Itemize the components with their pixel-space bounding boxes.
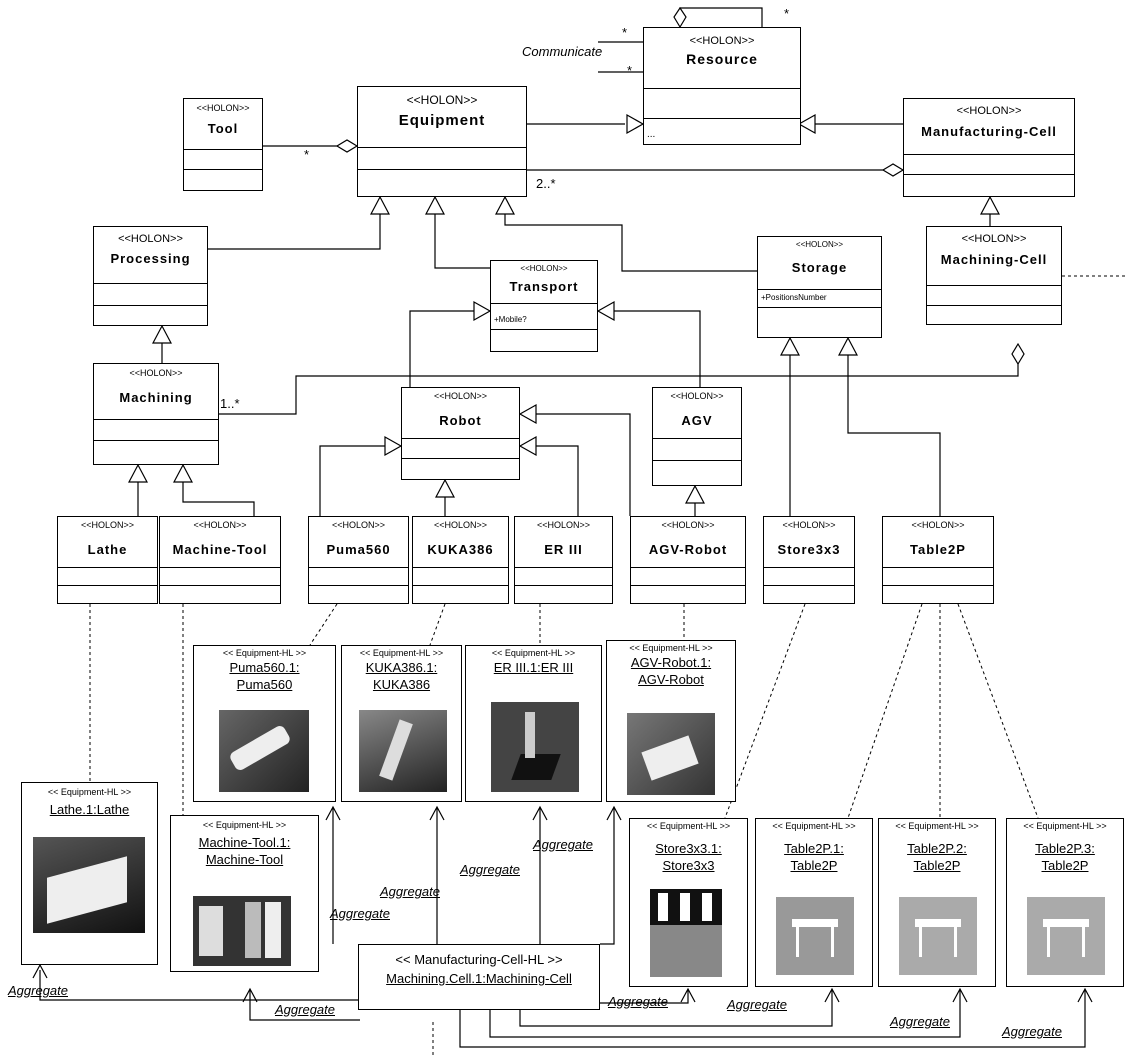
aggregate-label: Aggregate (533, 837, 593, 852)
class-manufacturing-cell[interactable]: <<HOLON>> Manufacturing-Cell (903, 98, 1075, 197)
aggregate-label: Aggregate (380, 884, 440, 899)
aggregate-label: Aggregate (8, 983, 68, 998)
robot-image (491, 702, 579, 792)
class-machining[interactable]: <<HOLON>> Machining (93, 363, 219, 465)
class-name: Storage (791, 260, 848, 275)
instance-table2p-1[interactable]: << Equipment-HL >> Table2P.1: Table2P (755, 818, 873, 987)
class-agv[interactable]: <<HOLON>> AGV (652, 387, 742, 486)
class-name: Machine-Tool (172, 542, 268, 557)
class-name: ER III (544, 542, 583, 557)
class-kuka386[interactable]: <<HOLON>> KUKA386 (412, 516, 509, 604)
multiplicity-star: * (304, 147, 310, 162)
instance-puma560[interactable]: << Equipment-HL >> Puma560.1: Puma560 (193, 645, 336, 802)
communicate-label: Communicate (522, 44, 603, 59)
class-machining-cell[interactable]: <<HOLON>> Machining-Cell (926, 226, 1062, 325)
class-storage[interactable]: <<HOLON>> Storage +PositionsNumber (757, 236, 882, 338)
class-name: Resource (686, 51, 758, 67)
multiplicity-star: * (622, 25, 628, 40)
class-puma560[interactable]: <<HOLON>> Puma560 (308, 516, 409, 604)
machine-tool-image (193, 896, 291, 966)
class-er3[interactable]: <<HOLON>> ER III (514, 516, 613, 604)
aggregate-label: Aggregate (890, 1014, 950, 1029)
generalization-arrow (626, 113, 645, 135)
instance-er3[interactable]: << Equipment-HL >> ER III.1:ER III (465, 645, 602, 802)
instance-lathe[interactable]: << Equipment-HL >> Lathe.1:Lathe (21, 782, 158, 965)
class-processing[interactable]: <<HOLON>> Processing (93, 226, 208, 326)
class-name: AGV-Robot (648, 542, 728, 557)
class-name: Machining-Cell (940, 252, 1048, 267)
class-machine-tool[interactable]: <<HOLON>> Machine-Tool (159, 516, 281, 604)
store-image (650, 889, 722, 977)
multiplicity-2n: 2..* (536, 176, 556, 191)
instance-store3x3[interactable]: << Equipment-HL >> Store3x3.1: Store3x3 (629, 818, 748, 987)
aggregate-label: Aggregate (727, 997, 787, 1012)
class-name: KUKA386 (427, 542, 494, 557)
table-image (776, 897, 854, 975)
class-robot[interactable]: <<HOLON>> Robot (401, 387, 520, 480)
class-resource[interactable]: <<HOLON>> Resource ... (643, 27, 801, 145)
resource-self-link (679, 7, 763, 27)
class-tool[interactable]: <<HOLON>> Tool (183, 98, 263, 191)
aggregation-diamond (673, 6, 687, 29)
aggregate-label: Aggregate (1002, 1024, 1062, 1039)
class-store3x3[interactable]: <<HOLON>> Store3x3 (763, 516, 855, 604)
multiplicity-star: * (627, 63, 633, 78)
class-name: Puma560 (326, 542, 391, 557)
lathe-image (33, 837, 145, 933)
class-name: Store3x3 (777, 542, 841, 557)
table-image (899, 897, 977, 975)
robot-image (359, 710, 447, 792)
class-name: AGV (681, 413, 713, 428)
class-name: Equipment (398, 112, 486, 129)
instance-agv-robot[interactable]: << Equipment-HL >> AGV-Robot.1: AGV-Robo… (606, 640, 736, 802)
aggregate-label: Aggregate (460, 862, 520, 877)
class-agv-robot[interactable]: <<HOLON>> AGV-Robot (630, 516, 746, 604)
robot-image (219, 710, 309, 792)
multiplicity-star: * (784, 6, 790, 21)
instance-table2p-2[interactable]: << Equipment-HL >> Table2P.2: Table2P (878, 818, 996, 987)
multiplicity-1n: 1..* (220, 396, 240, 411)
class-name: Processing (110, 251, 191, 266)
class-name: Tool (207, 121, 239, 136)
instance-machining-cell[interactable]: << Manufacturing-Cell-HL >> Machining.Ce… (358, 944, 600, 1010)
class-equipment[interactable]: <<HOLON>> Equipment (357, 86, 527, 197)
class-lathe[interactable]: <<HOLON>> Lathe (57, 516, 158, 604)
class-name: Transport (509, 279, 579, 294)
robot-image (627, 713, 715, 795)
aggregate-label: Aggregate (608, 994, 668, 1009)
instance-table2p-3[interactable]: << Equipment-HL >> Table2P.3: Table2P (1006, 818, 1124, 987)
class-name: Manufacturing-Cell (921, 124, 1057, 139)
class-name: Robot (439, 413, 482, 428)
table-image (1027, 897, 1105, 975)
class-name: Lathe (87, 542, 128, 557)
instance-kuka386[interactable]: << Equipment-HL >> KUKA386.1: KUKA386 (341, 645, 462, 802)
class-table2p[interactable]: <<HOLON>> Table2P (882, 516, 994, 604)
aggregate-label: Aggregate (330, 906, 390, 921)
aggregate-label: Aggregate (275, 1002, 335, 1017)
class-name: Machining (119, 390, 193, 405)
class-transport[interactable]: <<HOLON>> Transport +Mobile? (490, 260, 598, 352)
instance-machine-tool[interactable]: << Equipment-HL >> Machine-Tool.1: Machi… (170, 815, 319, 972)
class-name: Table2P (910, 542, 966, 557)
